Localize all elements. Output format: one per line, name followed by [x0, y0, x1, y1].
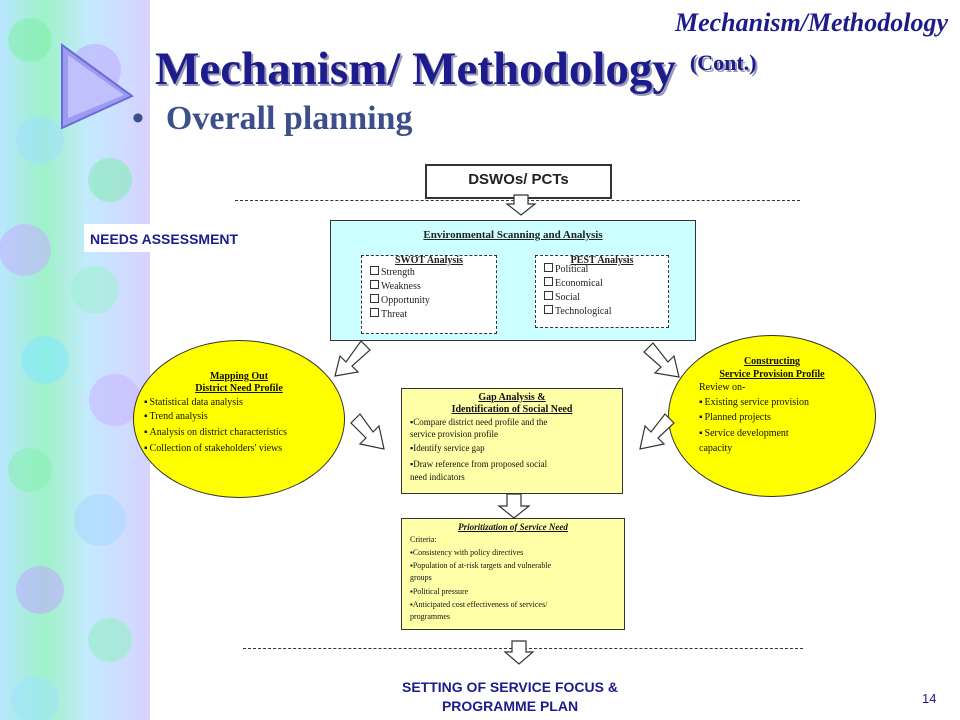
- priority-line: ▪Population of at-risk targets and vulne…: [410, 561, 552, 570]
- pest-title: PEST Analysis: [570, 255, 634, 266]
- mapping-title-line2: District Need Profile: [195, 383, 283, 394]
- gap-line: ▪Draw reference from proposed social: [410, 459, 548, 469]
- down-right-arrow-icon: [643, 342, 680, 378]
- swot-analysis-box: SWOT Analysis Strength Weakness Opportun…: [361, 255, 497, 334]
- slide-header-italic: Mechanism/Methodology: [674, 8, 948, 37]
- prioritization-box: Prioritization of Service Need Criteria:…: [401, 518, 625, 630]
- constructing-item: Planned projects: [699, 412, 771, 424]
- environmental-scanning-box: Environmental Scanning and Analysis SWOT…: [330, 220, 696, 341]
- mapping-title-line1: Mapping Out: [209, 371, 269, 382]
- slide-title: Mechanism/ Methodology (Cont.): [155, 42, 757, 96]
- constructing-item: Existing service provision: [699, 397, 809, 409]
- pest-analysis-box: PEST Analysis Political Economical Socia…: [535, 255, 669, 328]
- priority-line: Criteria:: [410, 535, 437, 544]
- gap-line: service provision profile: [410, 429, 498, 439]
- gap-title-line1: Gap Analysis &: [478, 392, 546, 403]
- constructing-item: Service development: [699, 428, 789, 440]
- swot-item: Threat: [370, 308, 407, 321]
- prioritization-title: Prioritization of Service Need: [458, 522, 568, 532]
- swot-item: Strength: [370, 266, 415, 279]
- page-number: 14: [922, 691, 937, 706]
- footer-line1: SETTING OF SERVICE FOCUS &: [402, 679, 618, 695]
- down-left-arrow-icon: [639, 413, 675, 450]
- mapping-item: Statistical data analysis: [144, 397, 243, 409]
- constructing-title-line1: Constructing: [743, 356, 801, 367]
- needs-assessment-label: NEEDS ASSESSMENT: [84, 224, 288, 252]
- bullet-overall-planning: • Overall planning: [132, 100, 412, 138]
- down-left-arrow-icon: [334, 340, 371, 377]
- pest-item: Economical: [544, 277, 603, 290]
- mapping-item: Analysis on district characteristics: [144, 427, 287, 439]
- pest-item: Political: [544, 263, 588, 276]
- priority-line: groups: [410, 573, 432, 582]
- priority-line: ▪Anticipated cost effectiveness of servi…: [410, 600, 548, 609]
- down-arrow-icon: [497, 493, 531, 519]
- swot-title: SWOT Analysis: [395, 255, 463, 266]
- bullet-dot: •: [132, 100, 144, 137]
- environmental-scanning-title: Environmental Scanning and Analysis: [423, 229, 603, 241]
- service-focus-footer: SETTING OF SERVICE FOCUS & PROGRAMME PLA…: [330, 678, 690, 716]
- gap-line: ▪Compare district need profile and the: [410, 417, 548, 427]
- footer-line2: PROGRAMME PLAN: [441, 698, 579, 714]
- priority-line: ▪Consistency with policy directives: [410, 548, 524, 557]
- constructing-service-provision-ellipse: Constructing Service Provision Profile R…: [668, 335, 876, 497]
- gap-line: ▪Identify service gap: [410, 443, 485, 453]
- mapping-item: Trend analysis: [144, 411, 208, 423]
- swot-item: Weakness: [370, 280, 421, 293]
- pest-item: Social: [544, 291, 580, 304]
- mapping-item: Collection of stakeholders' views: [144, 443, 283, 455]
- down-right-arrow-icon: [350, 413, 385, 450]
- priority-line: programmes: [410, 612, 450, 621]
- down-arrow-icon: [505, 194, 537, 216]
- gap-analysis-box: Gap Analysis & Identification of Social …: [401, 388, 623, 494]
- bullet-text: Overall planning: [165, 100, 413, 137]
- down-arrow-icon: [503, 640, 535, 665]
- mapping-district-need-ellipse: Mapping Out District Need Profile Statis…: [133, 340, 345, 498]
- gap-title-line2: Identification of Social Need: [451, 404, 573, 415]
- constructing-title-line2: Service Provision Profile: [719, 369, 825, 380]
- gap-line: need indicators: [410, 472, 465, 482]
- pest-item: Technological: [544, 305, 612, 318]
- slide-title-main: Mechanism/ Methodology: [155, 43, 676, 95]
- slide-title-suffix: (Cont.): [689, 50, 757, 75]
- decorative-sidebar: [0, 0, 150, 720]
- priority-line: ▪Political pressure: [410, 587, 469, 596]
- swot-item: Opportunity: [370, 294, 430, 307]
- constructing-item: capacity: [699, 443, 733, 454]
- constructing-intro: Review on-: [699, 382, 746, 393]
- sidebar-pattern: [0, 0, 150, 720]
